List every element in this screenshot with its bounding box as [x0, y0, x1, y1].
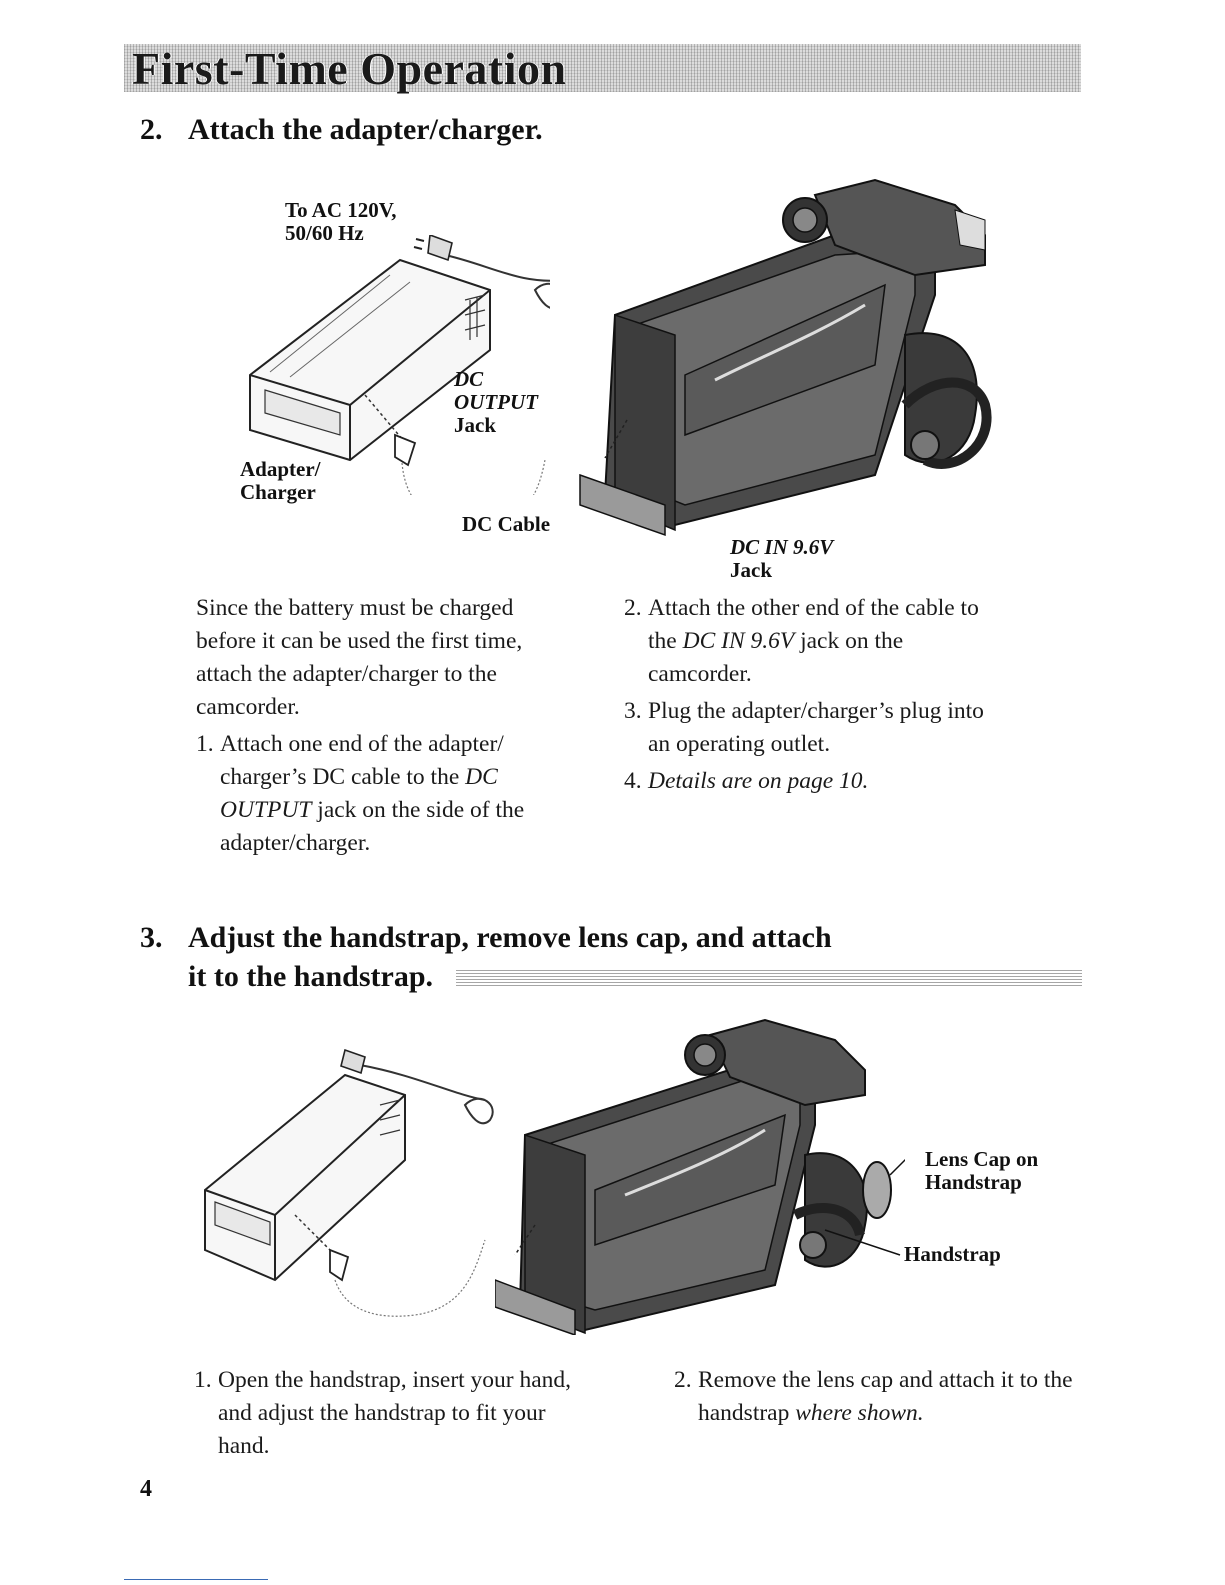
step-3-left-column: 1. Open the handstrap, insert your hand,…	[194, 1364, 584, 1463]
label-dc-in-jack: DC IN 9.6V Jack	[730, 536, 833, 582]
label-to-ac-line2: 50/60 Hz	[285, 221, 364, 245]
step-2-item-4-text: Details are on page 10.	[648, 768, 869, 794]
step-2-item-4-number: 4.	[624, 768, 642, 794]
step-3-heading-rule	[456, 970, 1082, 986]
step-3-right-column: 2. Remove the lens cap and attach it to …	[674, 1364, 1074, 1430]
label-lens-cap-on-handstrap: Lens Cap on Handstrap	[925, 1148, 1038, 1194]
step-3-title-line2: it to the handstrap.	[188, 960, 434, 993]
step-2-item-1: 1. Attach one end of the adapter/ charge…	[196, 728, 571, 860]
step-3-number: 3.	[140, 921, 163, 954]
label-lens-cap-line1: Lens Cap on	[925, 1147, 1039, 1171]
step-2-item-2-text-b: DC IN 9.6V	[682, 628, 795, 654]
step-3-item-2: 2. Remove the lens cap and attach it to …	[674, 1364, 1074, 1430]
step-3-item-1-text: Open the handstrap, insert your hand, an…	[218, 1367, 572, 1459]
label-adapter-charger: Adapter/ Charger	[240, 458, 321, 504]
step-2-item-1-text-c: jack on the side of the adapter/charger.	[220, 797, 525, 856]
step-2-intro: Since the battery must be charged before…	[196, 595, 523, 720]
label-dc-cable: DC Cable	[462, 512, 551, 536]
label-dc-in-line2: Jack	[730, 558, 772, 582]
label-adapter-line1: Adapter/	[240, 457, 321, 481]
label-to-ac-line1: To AC 120V,	[285, 198, 397, 222]
page-title: First-Time Operation	[132, 43, 567, 94]
footer-rule	[124, 1579, 268, 1580]
step-2-item-1-text-a: Attach one end of the adapter/ charger’s…	[220, 731, 504, 790]
label-to-ac: To AC 120V, 50/60 Hz	[285, 199, 396, 245]
step-3-item-1: 1. Open the handstrap, insert your hand,…	[194, 1364, 584, 1463]
label-adapter-line2: Charger	[240, 480, 316, 504]
camcorder-illustration	[579, 178, 992, 537]
step-2-number: 2.	[140, 113, 163, 146]
step-2-title: Attach the adapter/charger.	[188, 113, 543, 146]
step-3-item-2-text-a: Remove the lens cap and attach it to the…	[698, 1367, 1073, 1426]
step-3-title-line1: Adjust the handstrap, remove lens cap, a…	[188, 921, 832, 954]
step-3-heading-line2: it to the handstrap.	[188, 960, 433, 994]
step-2-item-3-number: 3.	[624, 698, 642, 724]
step-2-item-3: 3. Plug the adapter/charger’s plug into …	[624, 695, 1004, 761]
label-dc-output-jack: DC OUTPUT Jack	[454, 368, 538, 437]
step-2-item-1-number: 1.	[196, 731, 214, 757]
label-lens-cap-line2: Handstrap	[925, 1170, 1022, 1194]
label-dc-output-line1: DC	[454, 367, 484, 391]
step-2-item-1-text-b: DC OUTPUT	[220, 764, 498, 823]
step-2-left-column: Since the battery must be charged before…	[196, 592, 571, 860]
label-dc-output-line2: OUTPUT	[454, 390, 538, 414]
step-2-right-column: 2. Attach the other end of the cable to …	[624, 592, 1004, 798]
step-2-item-4: 4. Details are on page 10.	[624, 765, 1004, 798]
page-number: 4	[140, 1476, 152, 1502]
step-3-item-2-text-b: where shown.	[795, 1400, 924, 1426]
adapter-charger-illustration-2	[204, 1048, 494, 1317]
label-dc-in-line1: DC IN 9.6V	[730, 535, 834, 559]
step-2-item-2: 2. Attach the other end of the cable to …	[624, 592, 1004, 691]
step-2-item-2-number: 2.	[624, 595, 642, 621]
step-3-item-1-number: 1.	[194, 1367, 212, 1393]
label-dc-output-line3: Jack	[454, 413, 496, 437]
adapter-charger-illustration	[249, 235, 550, 495]
label-handstrap: Handstrap	[904, 1242, 1001, 1266]
step-3-item-2-number: 2.	[674, 1367, 692, 1393]
step-2-item-3-text: Plug the adapter/charger’s plug into an …	[648, 698, 984, 757]
camcorder-illustration-2	[495, 1018, 905, 1335]
step-2-item-2-text-a: Attach the other end of the cable to the	[648, 595, 979, 654]
header-banner	[124, 44, 1081, 92]
step-2-item-2-text-c: jack on the camcorder.	[648, 628, 904, 687]
